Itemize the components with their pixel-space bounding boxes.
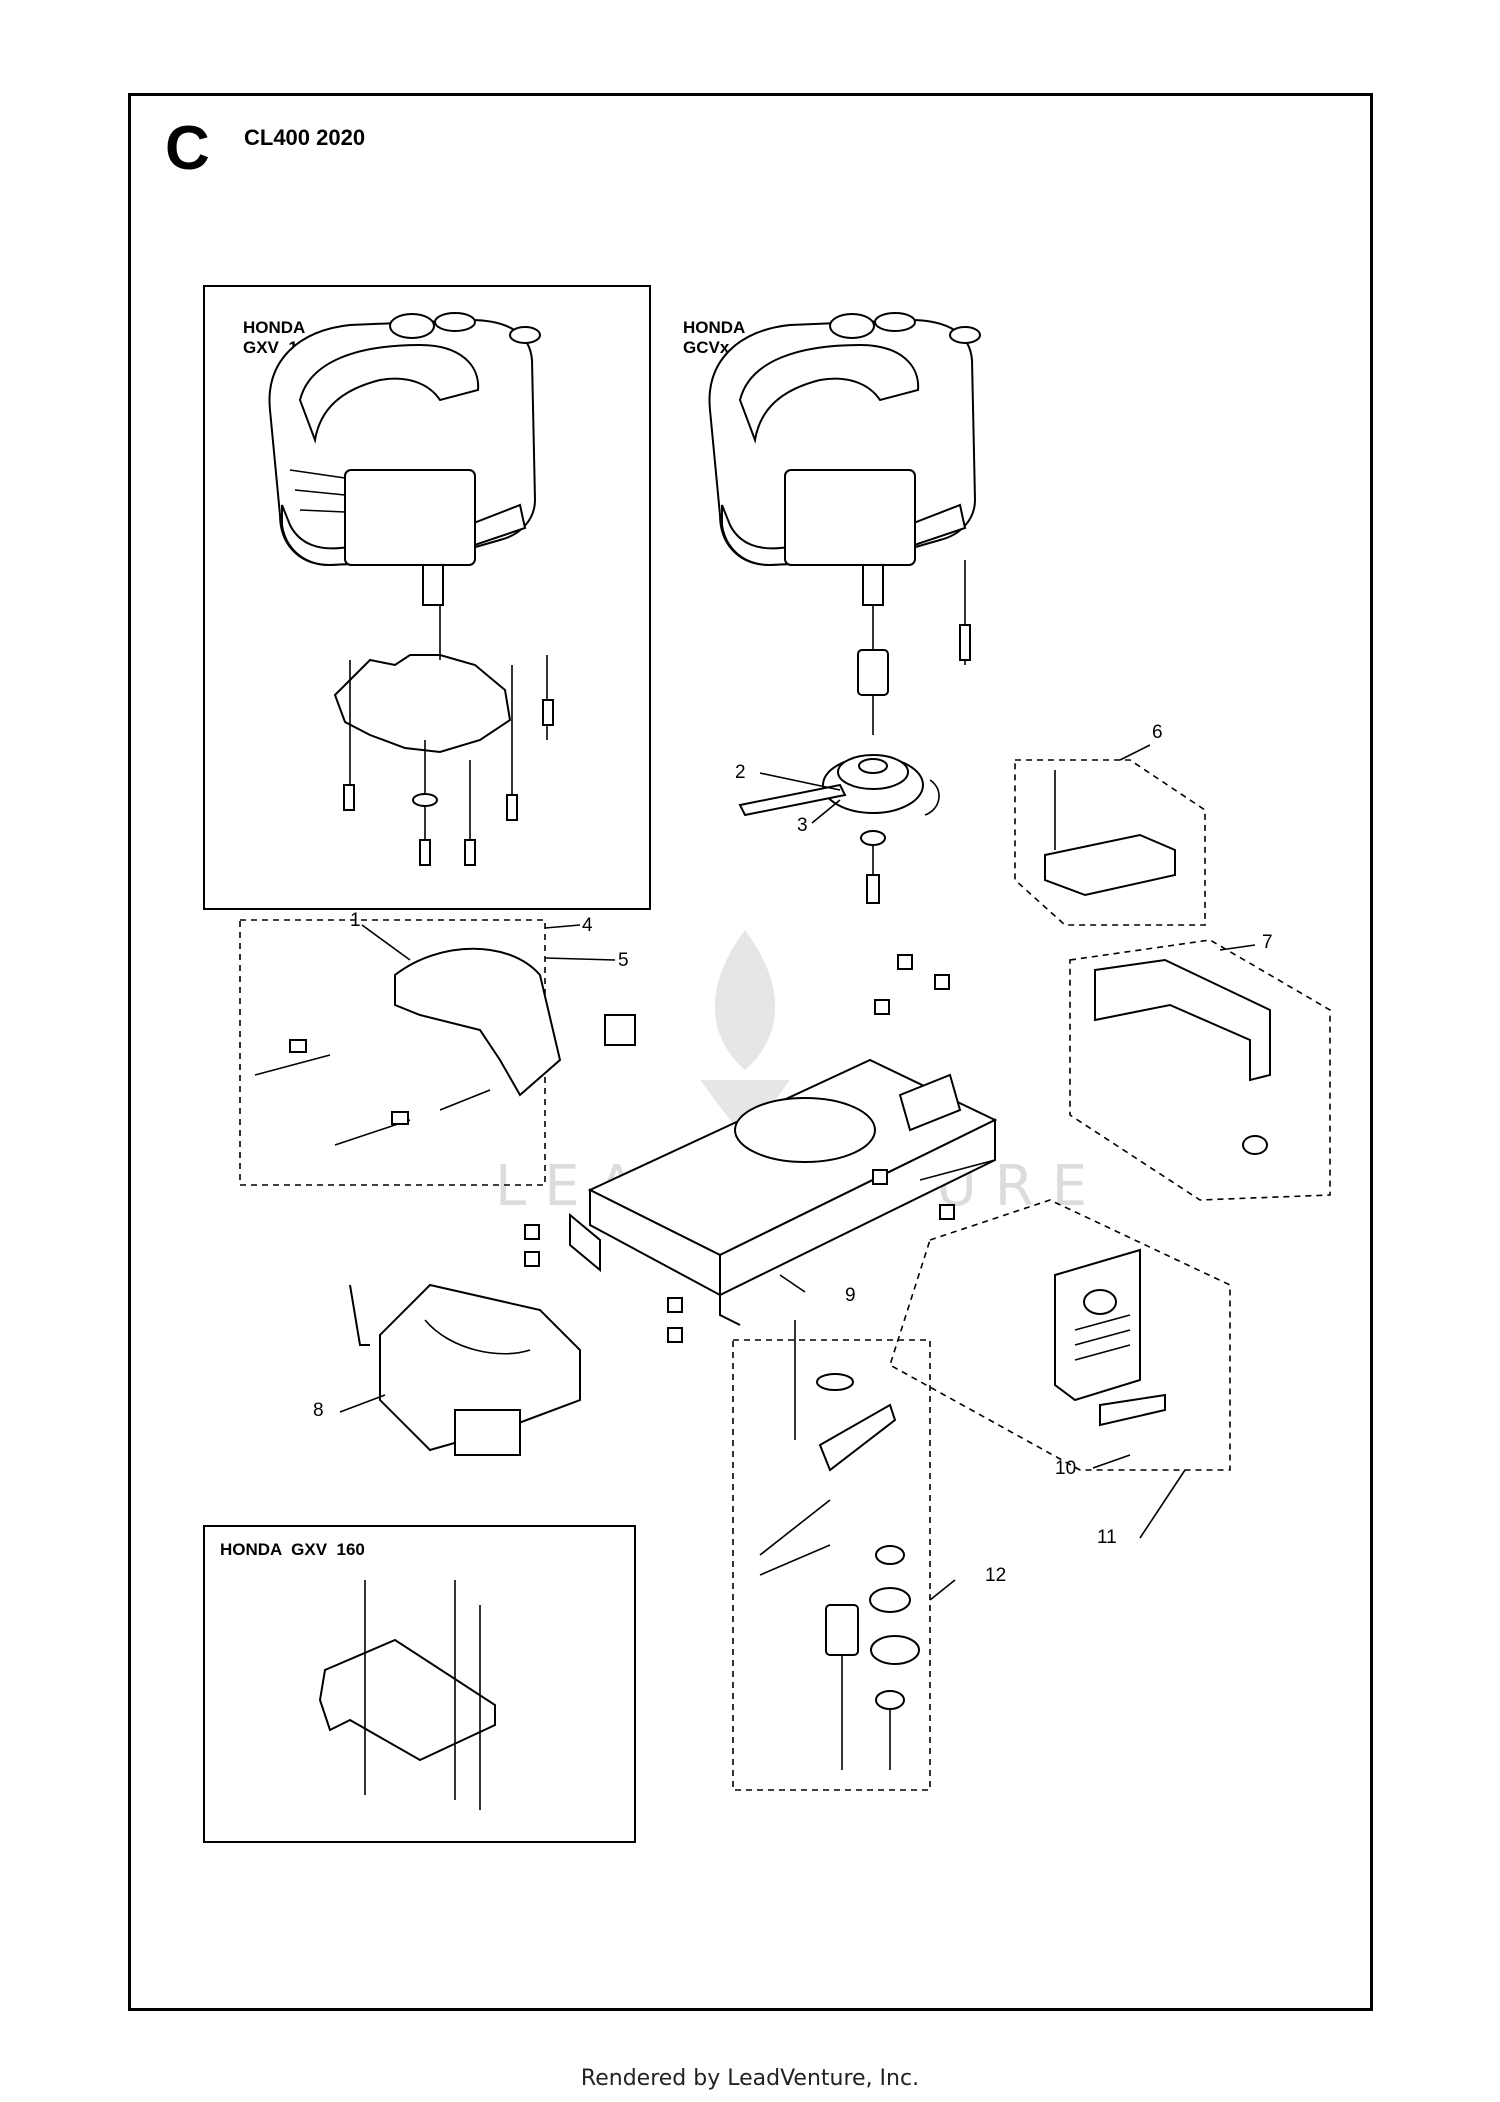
plate-10: [1054, 1248, 1141, 1402]
callout-8: 8: [313, 1400, 324, 1421]
inset-box-gxv160-top: [203, 285, 651, 910]
callout-5: 5: [618, 950, 629, 971]
clips-and-fasteners: [524, 954, 955, 1343]
callout-2: 2: [735, 762, 746, 783]
callout-10: 10: [1055, 1458, 1077, 1479]
callout-7: 7: [1262, 932, 1273, 953]
bracket-6: [1044, 833, 1176, 897]
plate-bottom-inset: [318, 1638, 496, 1762]
callout-4: 4: [582, 915, 593, 936]
diagram-frame: [128, 93, 1373, 2011]
engine-gcvx145: [708, 312, 981, 735]
dashed-group-12: [732, 1339, 931, 1791]
pulley-assembly-gxv160: [333, 605, 554, 866]
callout-9: 9: [845, 1285, 856, 1306]
inset-label-gxv160-bottom: HONDA GXV 160: [220, 1540, 365, 1559]
engine-gxv160: [268, 312, 541, 606]
footer-credit: Rendered by LeadVenture, Inc.: [580, 2066, 920, 2091]
watermark-flame-icon: [700, 930, 790, 1140]
callout-1: 1: [350, 910, 361, 931]
idler-assembly-12: [759, 1320, 920, 1770]
callout-6: 6: [1152, 722, 1163, 743]
shield-1: [394, 947, 562, 1097]
callout-11: 11: [1097, 1527, 1117, 1548]
callout-3: 3: [797, 815, 808, 836]
main-frame-9: [569, 1058, 998, 1326]
pulley-and-belt-gcvx145: [738, 754, 940, 904]
dashed-group-6: [1014, 759, 1206, 926]
section-letter: C: [165, 114, 210, 183]
model-title: CL400 2020: [244, 125, 366, 150]
dashed-group-4: [239, 919, 546, 1186]
bracket-7: [1094, 958, 1271, 1082]
callout-leaders: [339, 744, 1256, 1601]
callout-12: 12: [985, 1565, 1007, 1586]
dashed-group-11: [889, 1199, 1231, 1471]
inset-box-gxv160-bottom: [203, 1525, 636, 1843]
dashed-group-7: [1069, 939, 1331, 1201]
